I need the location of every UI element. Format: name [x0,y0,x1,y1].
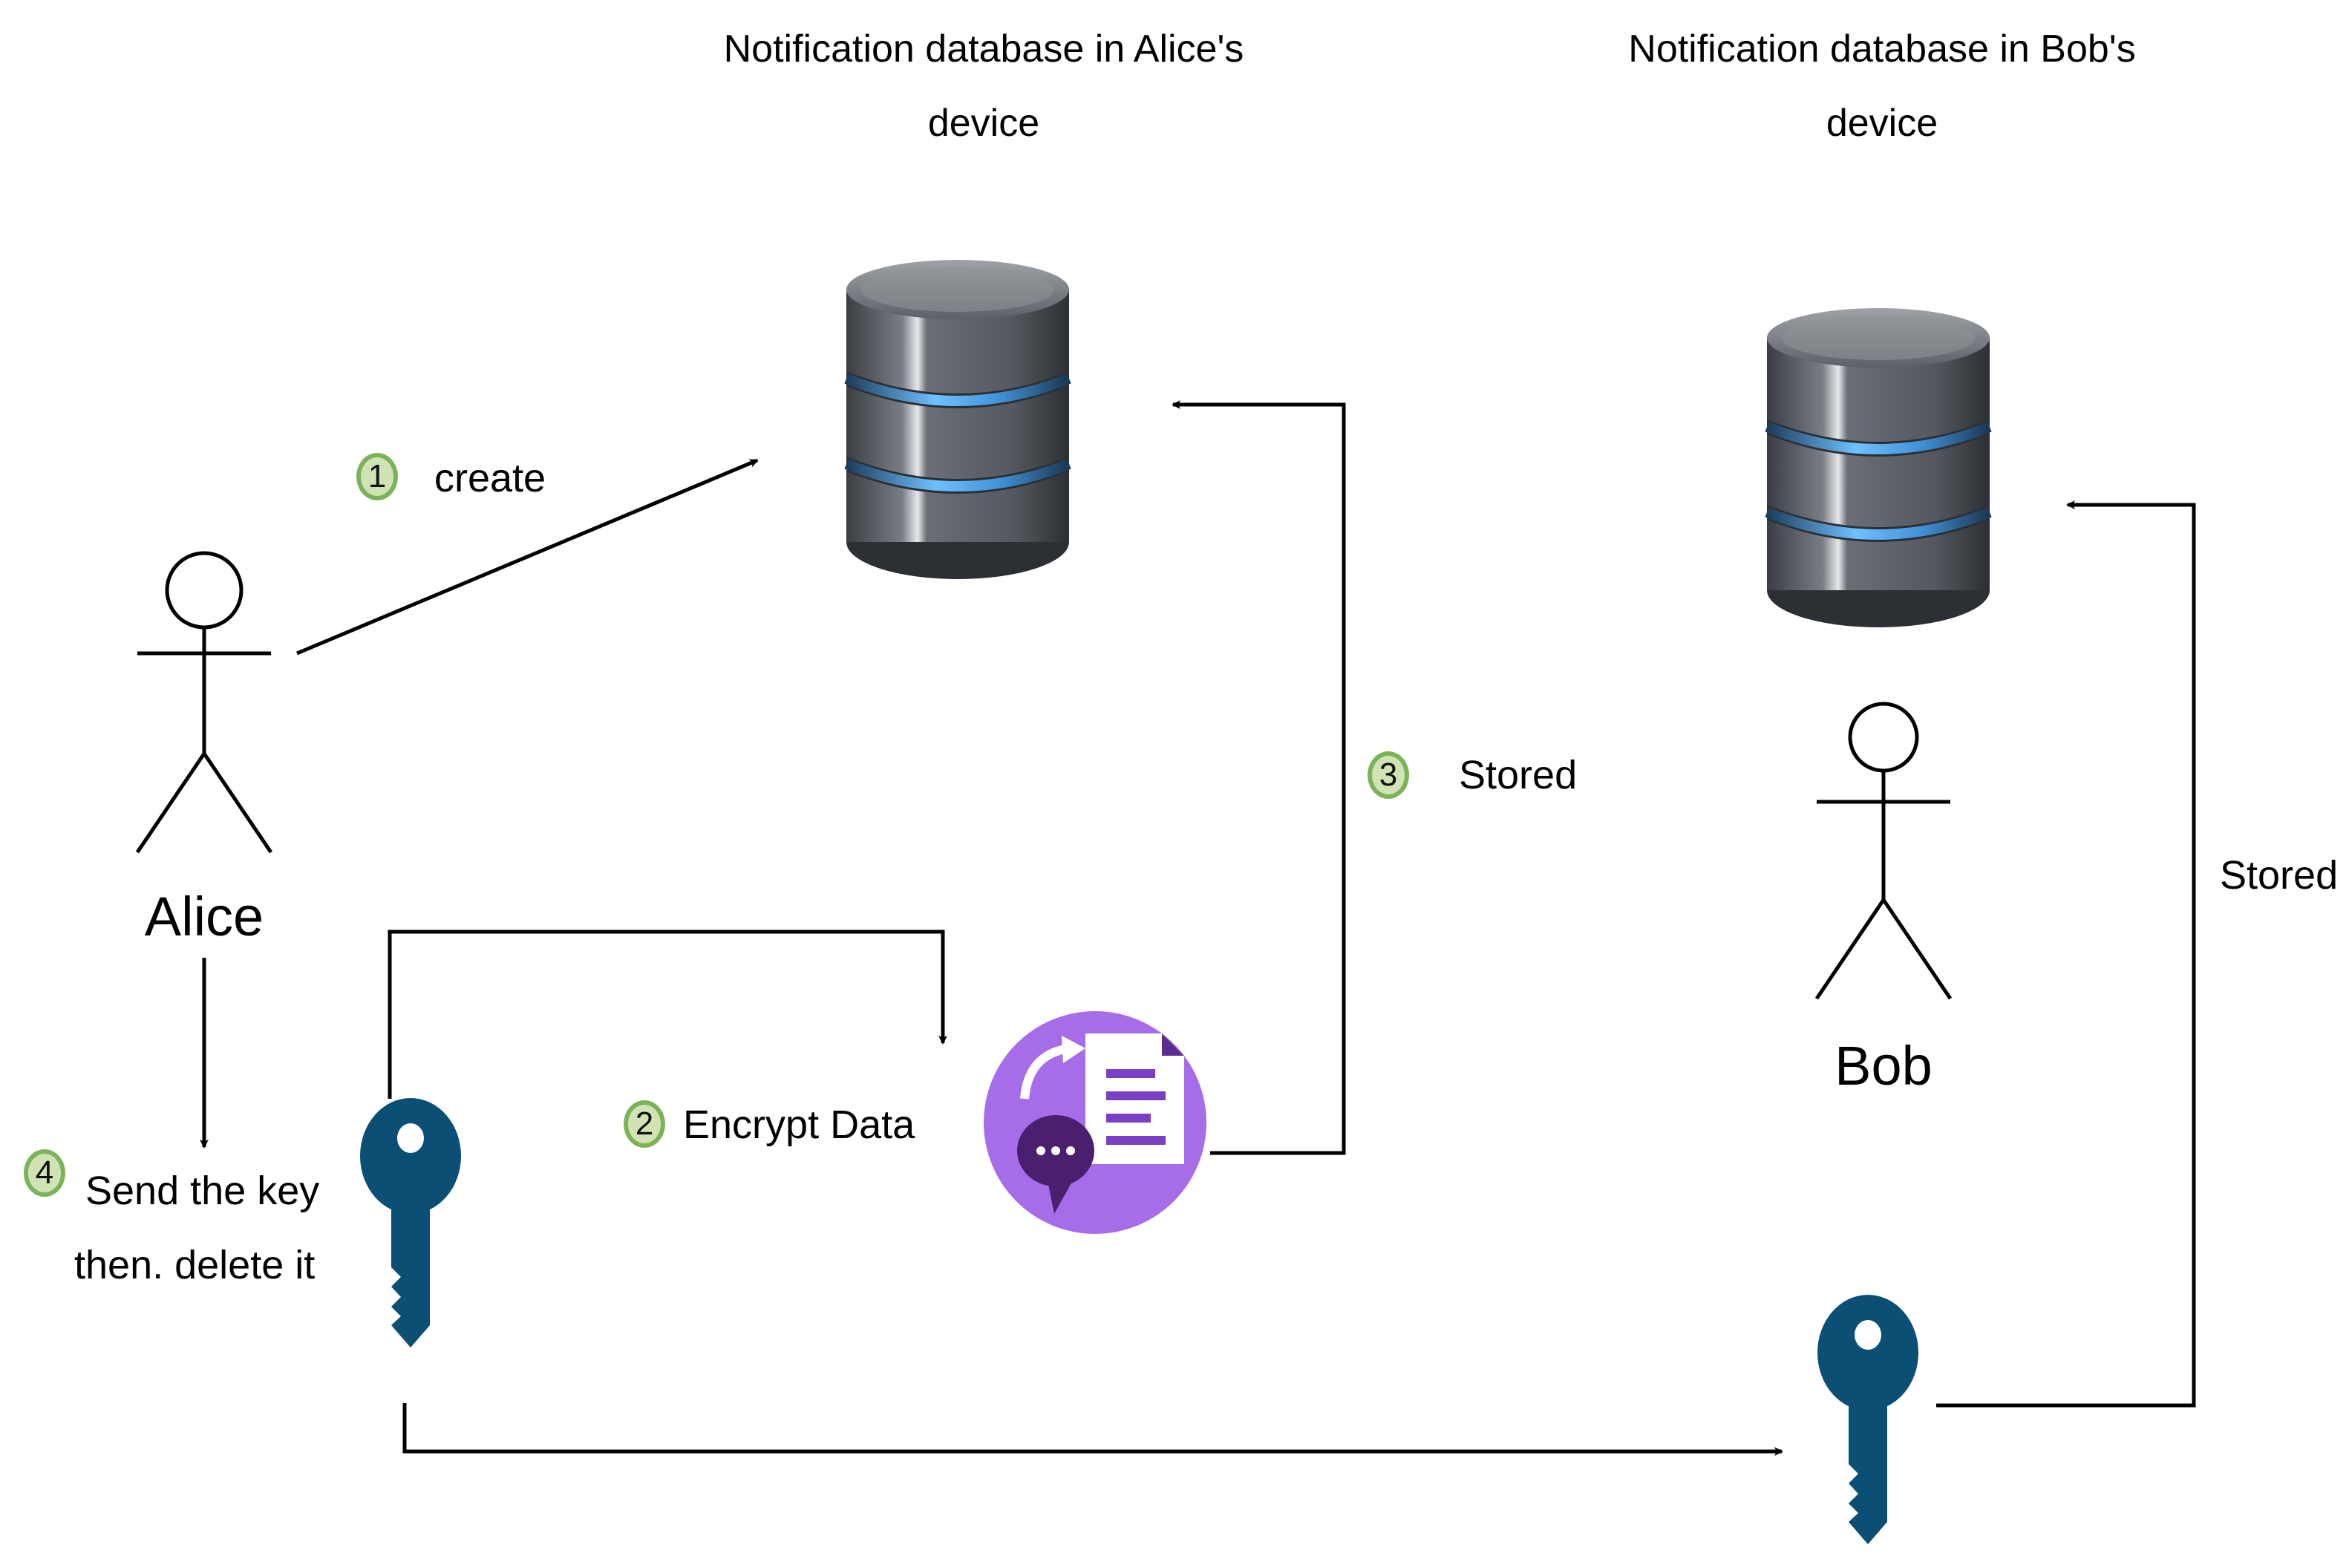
alice-db-title: Notification database in Alice's device [650,12,1318,160]
bob-key-to-bob-db-arrow [1936,500,2196,1408]
step-2-label: Encrypt Data [683,1102,915,1147]
step-1-badge: 1 [356,453,398,500]
step-2-badge: 2 [624,1100,665,1148]
alice-database-icon [844,260,1071,579]
bob-name: Bob [1835,1035,1933,1097]
create-arrow [296,458,759,656]
alice-db-title-line-2: device [927,102,1040,145]
step-4-badge: 4 [24,1149,65,1197]
bob-stored-label: Stored [2220,853,2339,898]
alice-db-title-line-1: Notification database in Alice's [723,27,1244,71]
step-3-label: Stored [1459,753,1578,797]
alice-name: Alice [144,886,264,947]
bob-key-icon [1817,1295,1918,1544]
encrypt-document-icon [984,1011,1206,1234]
stored-to-alice-db-arrow [1172,400,1346,1155]
send-key-to-bob-arrow [402,1403,1783,1456]
step-1-label: create [434,456,546,500]
alice-stick-figure-icon [135,551,273,854]
bob-db-title-line-1: Notification database in Bob's [1628,27,2136,71]
step-3-badge: 3 [1368,751,1409,799]
step-4-label-line-2: then. delete it [74,1243,316,1287]
key-to-encrypt-arrow [388,930,947,1099]
bob-stick-figure-icon [1814,702,1953,1000]
bob-db-title-line-2: device [1826,102,1938,145]
bob-database-icon [1765,308,1992,627]
alice-key-icon [360,1098,461,1348]
step-4-label-line-1: Send the key [85,1169,320,1213]
bob-db-title: Notification database in Bob's device [1548,12,2216,160]
